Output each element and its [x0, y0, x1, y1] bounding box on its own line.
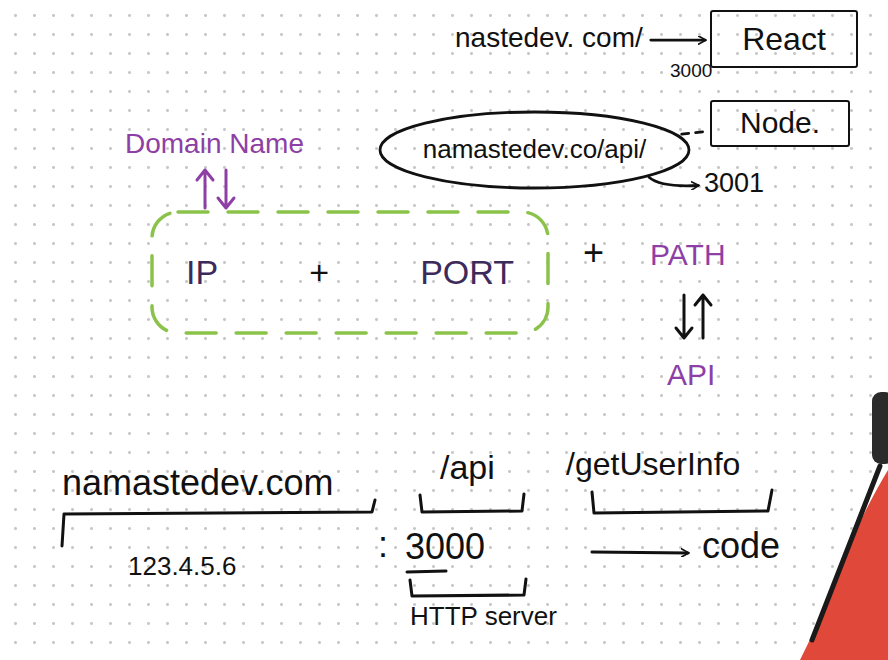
node-text: + [309, 253, 329, 292]
node-text: namastedev.co/api/ [423, 135, 647, 165]
path-bracket [420, 494, 524, 512]
up-arrow [197, 170, 213, 208]
server-note: HTTP server [410, 602, 557, 632]
react-box: React [710, 10, 858, 68]
plus-sign: + [583, 232, 604, 273]
port-number: 3000 [405, 526, 485, 567]
mic-stand [812, 466, 880, 640]
node-text: PORT [420, 253, 514, 292]
ellipse-line [380, 112, 689, 188]
node-content: namastedev.co/api/ [423, 135, 647, 165]
path-segment: /getUserInfo [566, 446, 740, 483]
port-underline [407, 571, 446, 572]
ip-port-group: IP + PORT [150, 210, 550, 335]
node-content: IP + PORT [186, 253, 514, 292]
microphone [872, 392, 888, 464]
node-text: Node. [740, 106, 820, 141]
colon: : [378, 524, 388, 565]
concept-label: PATH [650, 238, 726, 273]
port-number: 3001 [704, 168, 764, 199]
url-ellipse: namastedev.co/api/ [378, 110, 691, 190]
down-arrow [218, 170, 234, 208]
down-arrow [676, 295, 692, 338]
leader-arrow [649, 177, 698, 186]
node-box: Node. [710, 100, 850, 147]
url-text: nastedev. com/ [455, 22, 643, 54]
path-bracket [592, 490, 772, 513]
up-arrow [695, 295, 711, 338]
code-note: code [702, 525, 780, 566]
code-arrow [592, 552, 688, 553]
node-text: React [742, 21, 826, 58]
dashed-connector [682, 131, 707, 134]
node-content: React [742, 21, 826, 58]
concept-label: API [667, 358, 715, 393]
concept-label: Domain Name [125, 128, 304, 160]
node-content: Node. [740, 106, 820, 141]
leader-arrow [651, 39, 705, 42]
path-segment: /api [440, 448, 495, 487]
domain-text: namastedev.com [62, 462, 333, 503]
underline-bracket [62, 500, 375, 546]
node-text: IP [186, 253, 218, 292]
ip-address: 123.4.5.6 [128, 552, 236, 582]
port-bracket [410, 579, 526, 596]
port-number: 3000 [670, 60, 712, 82]
dashed-line [152, 212, 548, 333]
